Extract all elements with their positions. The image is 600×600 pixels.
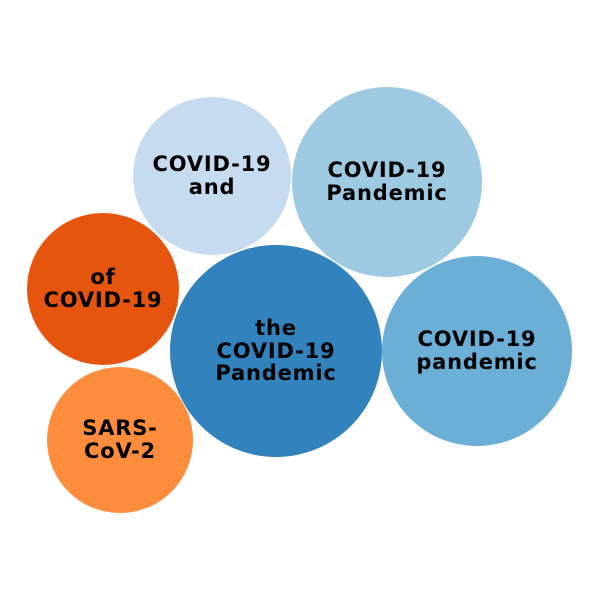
bubble-covid-19-and: COVID-19 and: [133, 97, 291, 255]
bubble-covid-19-pandemic-lower: COVID-19 pandemic: [382, 256, 572, 446]
bubble-the-covid-19-pandemic: the COVID-19 Pandemic: [170, 245, 382, 457]
bubble-of-covid-19: of COVID-19: [27, 213, 179, 365]
bubble-label: COVID-19 pandemic: [416, 327, 538, 374]
bubble-covid-19-pandemic: COVID-19 Pandemic: [292, 87, 482, 277]
bubble-label: of COVID-19: [43, 265, 163, 312]
bubble-label: SARS- CoV-2: [82, 416, 158, 463]
bubble-label: COVID-19 Pandemic: [326, 158, 448, 205]
bubble-label: COVID-19 and: [152, 152, 272, 199]
bubble-label: the COVID-19 Pandemic: [215, 315, 337, 386]
bubble-sars-cov-2: SARS- CoV-2: [47, 367, 193, 513]
